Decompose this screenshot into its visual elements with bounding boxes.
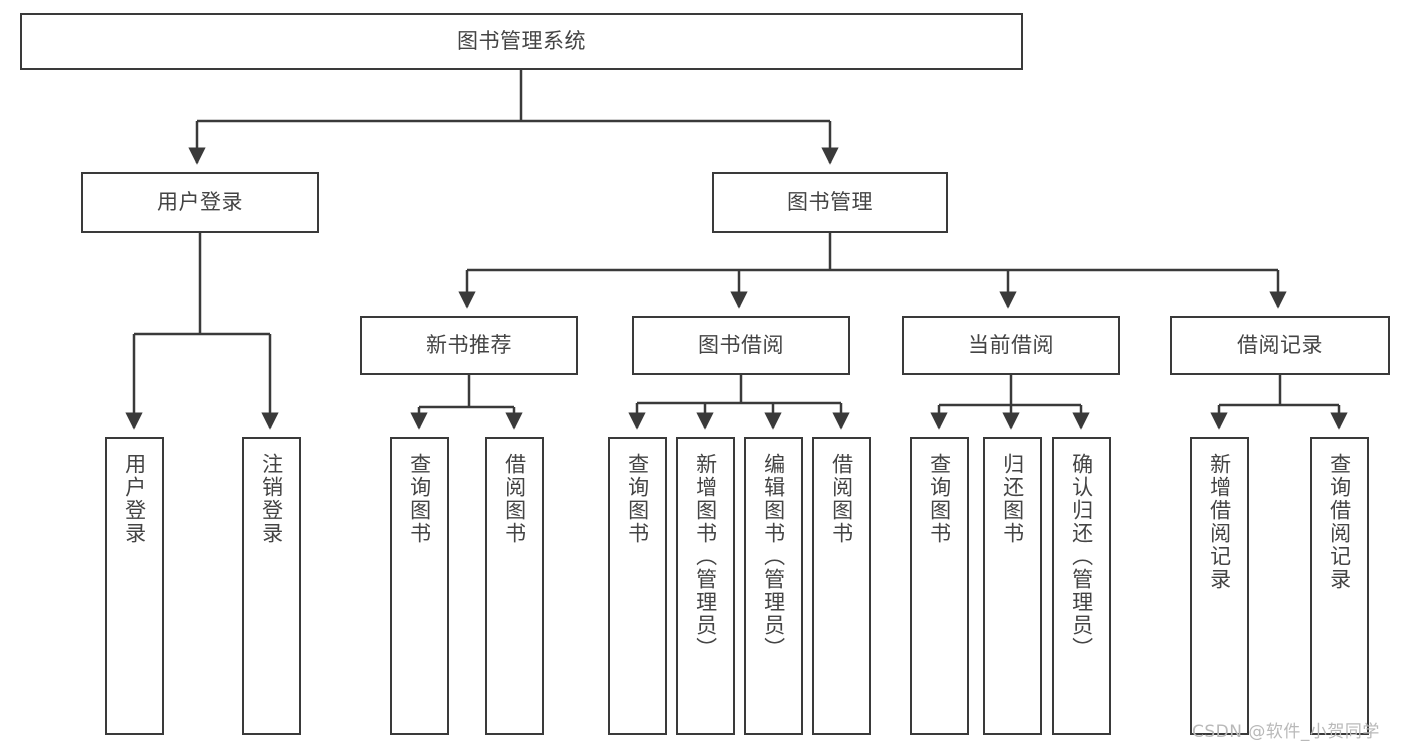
node-leaf-add-book[interactable]: 新增图书（管理员） — [676, 437, 735, 735]
node-leaf-query-book-2-label: 查询图书 — [625, 453, 650, 545]
node-leaf-add-record-label: 新增借阅记录 — [1207, 453, 1232, 591]
node-leaf-query-book-3-label: 查询图书 — [927, 453, 952, 545]
node-leaf-add-book-label: 新增图书（管理员） — [693, 453, 718, 660]
node-leaf-borrow-book-2-label: 借阅图书 — [829, 453, 854, 545]
node-leaf-query-record-label: 查询借阅记录 — [1327, 453, 1352, 591]
csdn-watermark: CSDN @软件_小贺同学 — [1192, 722, 1380, 742]
node-user-login[interactable]: 用户登录 — [81, 172, 319, 233]
node-leaf-query-book-1-label: 查询图书 — [407, 453, 432, 545]
node-new-book-recommend-label: 新书推荐 — [426, 333, 512, 358]
node-borrow-record[interactable]: 借阅记录 — [1170, 316, 1390, 375]
node-root[interactable]: 图书管理系统 — [20, 13, 1023, 70]
node-leaf-logout[interactable]: 注销登录 — [242, 437, 301, 735]
node-current-borrow[interactable]: 当前借阅 — [902, 316, 1120, 375]
node-root-label: 图书管理系统 — [457, 29, 586, 54]
node-book-borrow[interactable]: 图书借阅 — [632, 316, 850, 375]
node-leaf-confirm-return[interactable]: 确认归还（管理员） — [1052, 437, 1111, 735]
node-leaf-add-record[interactable]: 新增借阅记录 — [1190, 437, 1249, 735]
node-leaf-borrow-book-1[interactable]: 借阅图书 — [485, 437, 544, 735]
node-user-login-label: 用户登录 — [157, 190, 243, 215]
node-leaf-borrow-book-2[interactable]: 借阅图书 — [812, 437, 871, 735]
node-leaf-query-book-3[interactable]: 查询图书 — [910, 437, 969, 735]
node-current-borrow-label: 当前借阅 — [968, 333, 1054, 358]
node-book-manage[interactable]: 图书管理 — [712, 172, 948, 233]
node-book-borrow-label: 图书借阅 — [698, 333, 784, 358]
node-leaf-borrow-book-1-label: 借阅图书 — [502, 453, 527, 545]
node-leaf-query-book-2[interactable]: 查询图书 — [608, 437, 667, 735]
node-leaf-logout-label: 注销登录 — [259, 453, 284, 545]
node-new-book-recommend[interactable]: 新书推荐 — [360, 316, 578, 375]
node-leaf-user-login[interactable]: 用户登录 — [105, 437, 164, 735]
node-borrow-record-label: 借阅记录 — [1237, 333, 1323, 358]
node-leaf-confirm-return-label: 确认归还（管理员） — [1069, 453, 1094, 660]
node-leaf-return-book-label: 归还图书 — [1000, 453, 1025, 545]
node-leaf-user-login-label: 用户登录 — [122, 453, 147, 545]
node-leaf-return-book[interactable]: 归还图书 — [983, 437, 1042, 735]
node-leaf-query-book-1[interactable]: 查询图书 — [390, 437, 449, 735]
node-leaf-edit-book[interactable]: 编辑图书（管理员） — [744, 437, 803, 735]
node-leaf-query-record[interactable]: 查询借阅记录 — [1310, 437, 1369, 735]
node-leaf-edit-book-label: 编辑图书（管理员） — [761, 453, 786, 660]
node-book-manage-label: 图书管理 — [787, 190, 873, 215]
